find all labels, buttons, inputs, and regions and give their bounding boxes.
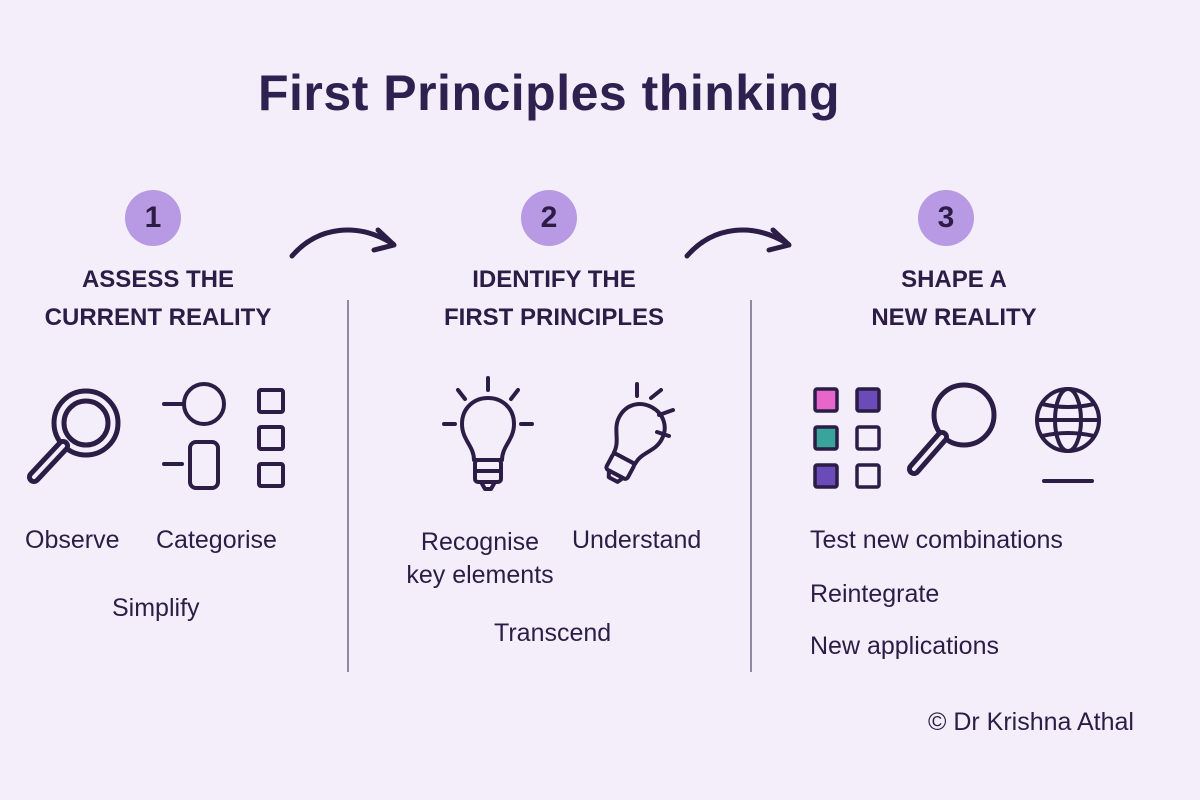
step-heading-line: FIRST PRINCIPLES [443, 304, 665, 331]
step-number-badge: 3 [918, 190, 974, 246]
label-transcend: Transcend [494, 619, 612, 647]
arrow-right-icon [684, 227, 792, 259]
label-test-new-combinations: Test new combinations [810, 526, 1063, 554]
step-heading: IDENTIFY THE FIRST PRINCIPLES [394, 261, 714, 337]
step-heading-line: SHAPE A [901, 266, 1007, 293]
checkbox-list-icon [257, 388, 285, 488]
page-title: First Principles thinking [258, 65, 841, 121]
label-recognise-line1: Recognise [420, 528, 540, 556]
label-simplify: Simplify [112, 594, 200, 622]
label-observe: Observe [25, 526, 120, 554]
arrow-right-icon [289, 227, 397, 259]
label-reintegrate: Reintegrate [810, 580, 940, 608]
tilted-lightbulb-icon [604, 382, 675, 484]
label-understand: Understand [572, 526, 702, 554]
column-divider [347, 300, 349, 672]
label-recognise: Recognise key elements [380, 526, 580, 592]
step-heading-line: IDENTIFY THE [472, 266, 636, 293]
step-heading-line: NEW REALITY [871, 304, 1037, 331]
magnifier-icon [907, 382, 997, 476]
categorise-icon [162, 382, 226, 490]
step-heading-line: CURRENT REALITY [44, 304, 272, 331]
lightbulb-icon [442, 376, 534, 491]
magnifier-icon [27, 388, 121, 484]
step-heading: ASSESS THE CURRENT REALITY [0, 261, 318, 337]
label-new-applications: New applications [810, 632, 999, 660]
label-categorise: Categorise [156, 526, 277, 554]
step-number-badge: 2 [521, 190, 577, 246]
globe-icon [1035, 387, 1101, 483]
colored-grid-icon [813, 387, 881, 489]
step-heading: SHAPE A NEW REALITY [794, 261, 1114, 337]
label-recognise-line2: key elements [406, 561, 554, 589]
copyright-credit: © Dr Krishna Athal [927, 708, 1134, 736]
step-number-badge: 1 [125, 190, 181, 246]
step-heading-line: ASSESS THE [81, 266, 235, 293]
column-divider [750, 300, 752, 672]
